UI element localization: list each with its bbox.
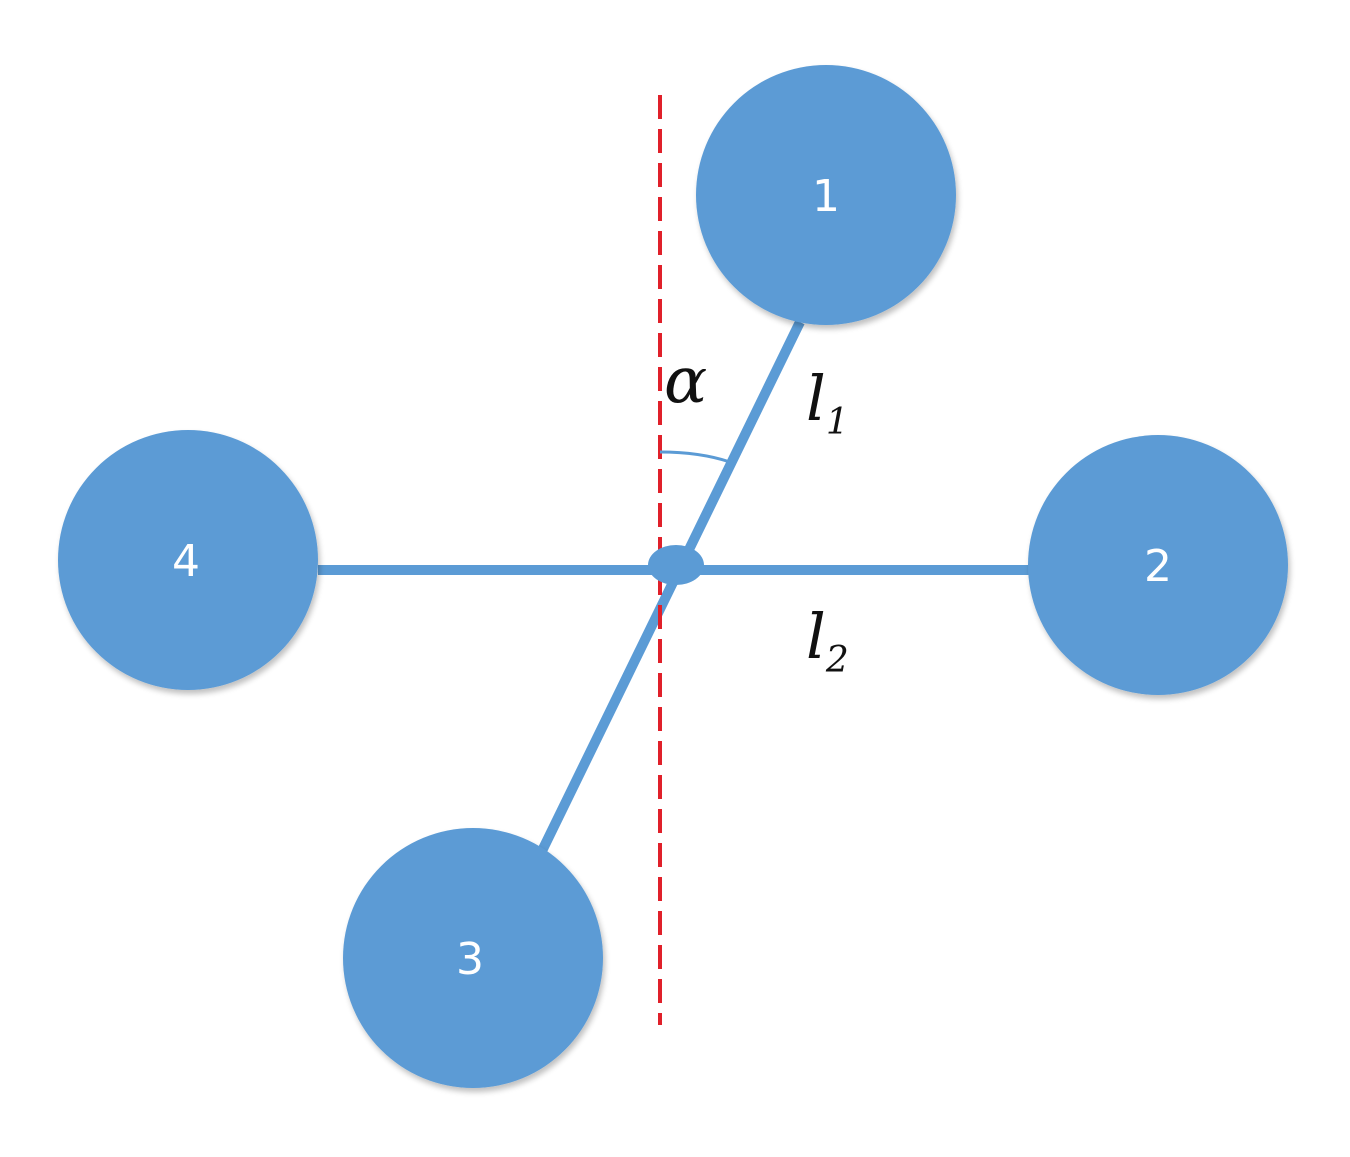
arm2-label-base: l [806,600,826,673]
arm2-label: l2 [806,600,849,681]
node-2 [1028,435,1288,695]
node-4 [58,430,318,690]
node-3 [343,828,603,1088]
node-1 [696,65,956,325]
center-hub [648,545,704,585]
arm1-label-sub: 1 [826,402,849,443]
node-2-label: 2 [1144,541,1172,592]
node-4-label: 4 [172,536,200,587]
arm2-label-sub: 2 [825,640,849,681]
arm-diagonal [535,319,805,858]
angle-arc [659,450,731,464]
arm1-label-base: l [806,362,826,435]
angle-label: α [664,344,707,418]
arm1-label: l1 [806,362,849,443]
node-3-label: 3 [456,934,484,985]
node-1-label: 1 [812,171,840,222]
